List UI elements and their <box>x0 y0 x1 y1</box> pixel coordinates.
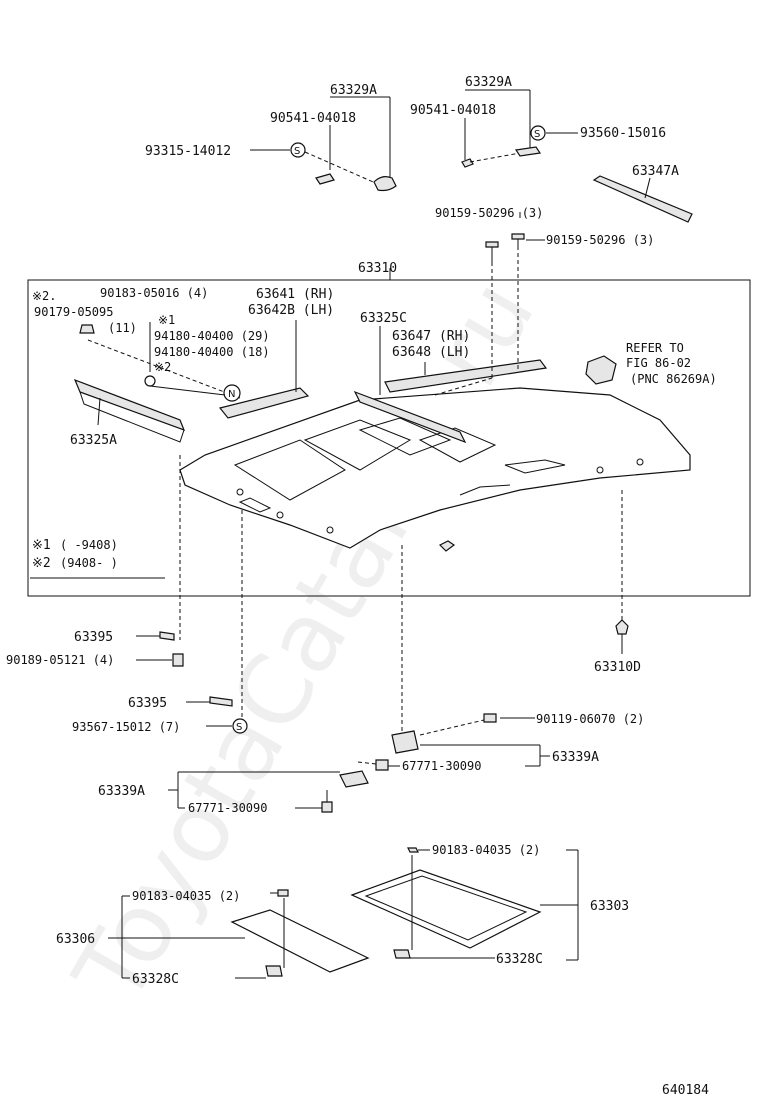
label-90183-04035-l: 90183-04035 (2) <box>132 889 240 903</box>
legend-mark-2: ※2 <box>32 556 51 571</box>
clip-63395-upper <box>136 631 184 667</box>
diagram-number: 640184 <box>662 1083 709 1098</box>
strip-63647 <box>384 246 548 396</box>
label-63328C-r: 63328C <box>496 952 543 967</box>
label-63303: 63303 <box>590 899 629 914</box>
label-63642B: 63642B (LH) <box>248 303 334 318</box>
label-63306: 63306 <box>56 932 95 947</box>
label-90119: 90119-06070 (2) <box>536 712 644 726</box>
strip-63641 <box>144 320 310 419</box>
strip-63325A <box>73 378 186 443</box>
label-63395-b: 63395 <box>128 696 167 711</box>
legend-range-2: (9408- ) <box>60 556 118 570</box>
label-94180-18: 94180-40400 (18) <box>154 345 270 359</box>
trim-63306 <box>108 889 370 979</box>
headliner-63310 <box>179 387 691 552</box>
label-90159-b: 90159-50296 (3) <box>546 233 654 247</box>
label-63329A-left: 63329A <box>330 83 377 98</box>
label-63339A-left: 63339A <box>98 784 145 799</box>
label-refer-2: FIG 86-02 <box>626 356 691 370</box>
label-93315: 93315-14012 <box>145 144 231 159</box>
label-63347A: 63347A <box>632 164 679 179</box>
strip-63325C <box>353 326 467 444</box>
label-63325C: 63325C <box>360 311 407 326</box>
s-symbol-2: S <box>534 129 540 140</box>
label-63329A-right: 63329A <box>465 75 512 90</box>
label-mark2-b: ※2 <box>154 360 171 374</box>
clip-63395-lower <box>186 696 248 734</box>
s-symbol-3: S <box>236 722 242 733</box>
label-90159-a: 90159-50296 (3) <box>435 206 543 220</box>
clip-group-right <box>461 89 578 168</box>
screws-90159 <box>485 212 545 262</box>
label-refer-1: REFER TO <box>626 341 684 355</box>
label-mark1: ※1 <box>158 313 175 327</box>
label-mark2-a: ※2. <box>32 289 57 303</box>
headliner-frame <box>27 279 751 597</box>
clip-group-left <box>250 96 397 192</box>
label-63395-a: 63395 <box>74 630 113 645</box>
label-90541-left: 90541-04018 <box>270 111 356 126</box>
label-refer-3: (PNC 86269A) <box>630 372 717 386</box>
legend-mark-1: ※1 <box>32 538 51 553</box>
label-63328C-l: 63328C <box>132 972 179 987</box>
lamp-63339A-right <box>357 713 550 771</box>
clip-63310D <box>615 619 629 654</box>
label-63339A-right: 63339A <box>552 750 599 765</box>
s-symbol-1: S <box>294 146 300 157</box>
label-90179-qty: (11) <box>108 321 137 335</box>
label-90183-05016: 90183-05016 (4) <box>100 286 208 300</box>
label-93560: 93560-15016 <box>580 126 666 141</box>
lamp-63339A-left <box>168 770 369 813</box>
label-90179: 90179-05095 <box>34 305 113 319</box>
label-63310D: 63310D <box>594 660 641 675</box>
label-67771-a: 67771-30090 <box>402 759 481 773</box>
label-63647: 63647 (RH) <box>392 329 470 344</box>
label-93567: 93567-15012 (7) <box>72 720 180 734</box>
handle-86269A <box>585 355 617 385</box>
label-63641: 63641 (RH) <box>256 287 334 302</box>
label-67771-b: 67771-30090 <box>188 801 267 815</box>
sunroof-trim-63303 <box>350 847 579 961</box>
strip-63347A <box>592 175 693 223</box>
label-63648: 63648 (LH) <box>392 345 470 360</box>
label-63310: 63310 <box>358 261 397 276</box>
label-90183-04035-r: 90183-04035 (2) <box>432 843 540 857</box>
label-63325A: 63325A <box>70 433 117 448</box>
legend-range-1: ( -9408) <box>60 538 118 552</box>
n-symbol: N <box>228 389 235 400</box>
label-94180-29: 94180-40400 (29) <box>154 329 270 343</box>
label-90541-right: 90541-04018 <box>410 103 496 118</box>
label-90189: 90189-05121 (4) <box>6 653 114 667</box>
